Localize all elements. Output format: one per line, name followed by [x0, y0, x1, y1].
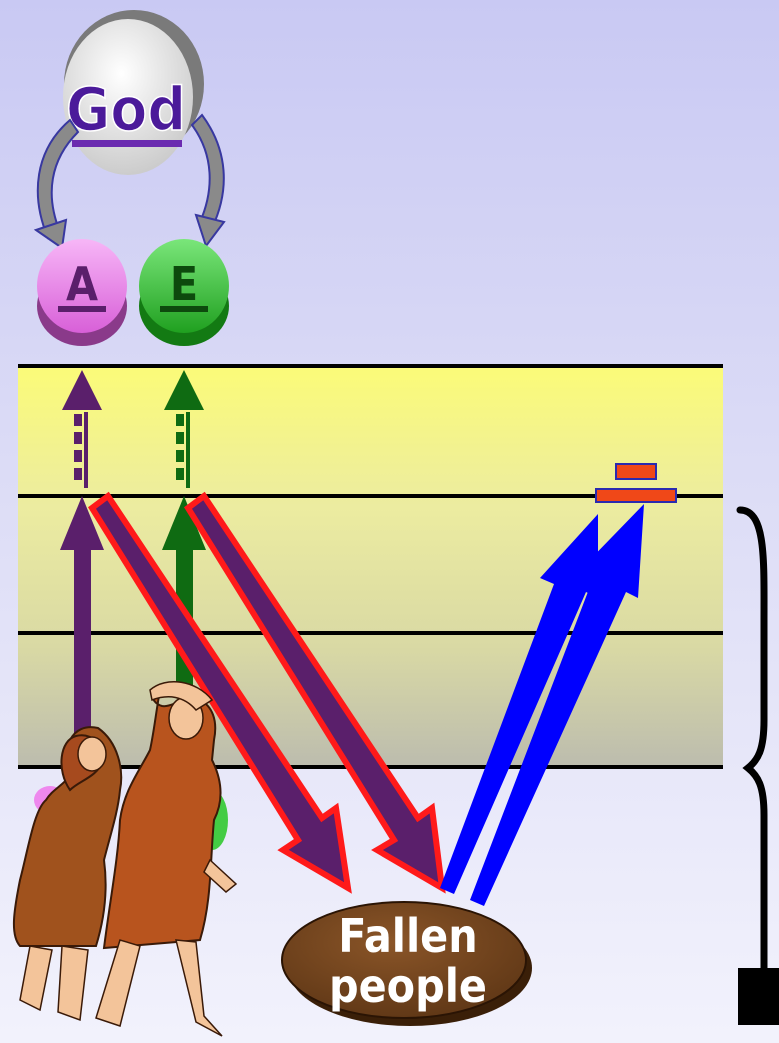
- marker-top-bar: [615, 463, 657, 480]
- eve-underline: [160, 306, 208, 312]
- eve-fall-arrow: [184, 491, 446, 894]
- marker-bottom-bar: [595, 488, 677, 503]
- god-circle: [63, 19, 193, 175]
- adam-node: A: [37, 239, 127, 346]
- eve-dotted-arrow: [164, 370, 204, 488]
- god-to-adam-curved-arrow: [33, 118, 80, 250]
- adam-underline: [58, 306, 106, 312]
- brace-end-block: [738, 968, 779, 1025]
- eve-node: E: [139, 239, 229, 346]
- restoration-arrow-right: [470, 504, 644, 906]
- adam-fall-arrow: [88, 491, 352, 894]
- fallen-people-ellipse: [281, 901, 527, 1019]
- adam-dotted-arrow: [62, 370, 102, 488]
- right-brace: [736, 506, 779, 1025]
- eve-figure: [12, 726, 123, 1022]
- eve-label: E: [170, 257, 198, 311]
- fallen-label-line1: Fallen: [338, 909, 477, 963]
- god-to-eve-curved-arrow: [190, 113, 226, 249]
- restoration-arrow-left: [440, 514, 598, 894]
- adam-eve-figures: [12, 681, 238, 1037]
- adam-label: A: [66, 257, 98, 311]
- fallen-people-node: Fallen people: [281, 901, 532, 1026]
- god-label: God: [66, 75, 186, 145]
- god-underline: [72, 140, 182, 147]
- adam-figure: [95, 681, 238, 1037]
- adam-growth-arrow: [60, 496, 104, 767]
- fallen-label-line2: people: [329, 959, 487, 1013]
- god-node: God: [63, 10, 204, 175]
- stage-marker: [595, 463, 677, 503]
